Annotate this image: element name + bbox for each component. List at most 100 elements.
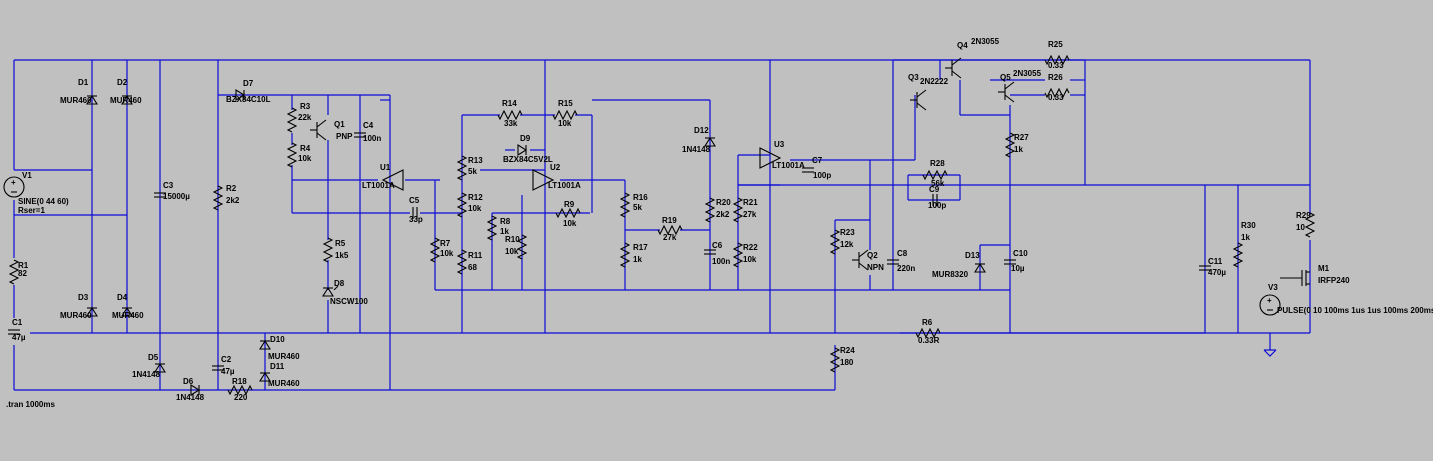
component-value: 10k bbox=[298, 154, 312, 163]
component-ref: C5 bbox=[409, 196, 420, 205]
component-ref: C10 bbox=[1013, 249, 1028, 258]
component-value: 100n bbox=[712, 257, 730, 266]
component-value: MUR460 bbox=[268, 352, 300, 361]
spice-directive: .tran 1000ms bbox=[6, 400, 55, 409]
component-value: 22k bbox=[298, 113, 312, 122]
component-ref: C6 bbox=[712, 241, 723, 250]
component-ref: R25 bbox=[1048, 40, 1063, 49]
component-value: 1N4148 bbox=[132, 370, 161, 379]
component-ref: C7 bbox=[812, 156, 823, 165]
component-value: 2N3055 bbox=[1013, 69, 1042, 78]
component-value: 10 bbox=[1296, 223, 1305, 232]
component-ref: R10 bbox=[505, 235, 520, 244]
component-value: NSCW100 bbox=[330, 297, 368, 306]
component-value: 1N4148 bbox=[682, 145, 711, 154]
component-ref: R9 bbox=[564, 200, 575, 209]
component-ref: R28 bbox=[930, 159, 945, 168]
component-ref: C8 bbox=[897, 249, 908, 258]
component-value: 33k bbox=[504, 119, 518, 128]
component-ref: R5 bbox=[335, 239, 346, 248]
component-value: PULSE(0 10 100ms 1us 1us 100ms 200ms) bbox=[1277, 306, 1433, 315]
component-ref: R24 bbox=[840, 346, 855, 355]
component-value: 100p bbox=[813, 171, 831, 180]
component-value: 1k bbox=[1241, 233, 1250, 242]
component-value: 27k bbox=[663, 233, 677, 242]
component-ref: R26 bbox=[1048, 73, 1063, 82]
component-value: 1N4148 bbox=[176, 393, 205, 402]
component-ref: Q3 bbox=[908, 73, 919, 82]
component-ref: M1 bbox=[1318, 264, 1330, 273]
component-value: LT1001A bbox=[548, 181, 581, 190]
component-ref: V3 bbox=[1268, 283, 1278, 292]
component-value: 56k bbox=[931, 179, 945, 188]
component-ref: R29 bbox=[1296, 211, 1311, 220]
component-value: 47µ bbox=[221, 367, 235, 376]
component-value: 2N3055 bbox=[971, 37, 1000, 46]
component-value: 470µ bbox=[1208, 268, 1226, 277]
wires bbox=[13, 59, 1311, 391]
component-ref: D6 bbox=[183, 377, 194, 386]
component-value: 82 bbox=[18, 269, 27, 278]
component-ref: R11 bbox=[468, 251, 483, 260]
svg-text:+: + bbox=[1267, 296, 1272, 305]
component-ref: C9 bbox=[929, 185, 940, 194]
component-value: 15000µ bbox=[163, 192, 190, 201]
component-ref: R14 bbox=[502, 99, 517, 108]
component-ref: R30 bbox=[1241, 221, 1256, 230]
component-value: MUR460 bbox=[268, 379, 300, 388]
component-value: MUR460 bbox=[60, 311, 92, 320]
component-value: 220n bbox=[897, 264, 915, 273]
component-value: 33p bbox=[409, 215, 423, 224]
component-ref: Q1 bbox=[334, 120, 345, 129]
component-ref: C4 bbox=[363, 121, 374, 130]
component-ref: Q5 bbox=[1000, 73, 1011, 82]
component-ref: Q4 bbox=[957, 41, 968, 50]
component-value: MUR460 bbox=[112, 311, 144, 320]
component-value: MUR460 bbox=[60, 96, 92, 105]
component-value: 180 bbox=[840, 358, 854, 367]
component-ref: U1 bbox=[380, 163, 391, 172]
component-extra: Rser=1 bbox=[18, 206, 45, 215]
component-ref: R23 bbox=[840, 228, 855, 237]
component-ref: D11 bbox=[270, 362, 285, 371]
component-value: 10µ bbox=[1011, 264, 1025, 273]
component-ref: D2 bbox=[117, 78, 128, 87]
component-value: 1k bbox=[633, 255, 642, 264]
component-value: 0.33 bbox=[1048, 61, 1064, 70]
component-value: IRFP240 bbox=[1318, 276, 1350, 285]
component-value: 12k bbox=[840, 240, 854, 249]
component-ref: D5 bbox=[148, 353, 159, 362]
component-value: LT1001A bbox=[362, 181, 395, 190]
component-value: 5k bbox=[633, 203, 642, 212]
component-value: 2k2 bbox=[226, 196, 240, 205]
component-value: 5k bbox=[468, 167, 477, 176]
component-value: PNP bbox=[336, 132, 353, 141]
component-value: MUR460 bbox=[110, 96, 142, 105]
component-value: 10k bbox=[440, 249, 454, 258]
component-ref: V1 bbox=[22, 171, 32, 180]
component-ref: D10 bbox=[270, 335, 285, 344]
component-ref: R20 bbox=[716, 198, 731, 207]
component-value: 100n bbox=[363, 134, 381, 143]
component-value: 0.33 bbox=[1048, 93, 1064, 102]
component-value: SINE(0 44 60) bbox=[18, 197, 69, 206]
component-value: 2N2222 bbox=[920, 77, 949, 86]
component-ref: R8 bbox=[500, 217, 511, 226]
component-ref: R21 bbox=[743, 198, 758, 207]
component-value: 1k bbox=[1014, 145, 1023, 154]
component-ref: D7 bbox=[243, 79, 254, 88]
component-ref: U2 bbox=[550, 163, 561, 172]
component-ref: D1 bbox=[78, 78, 89, 87]
component-value: MUR8320 bbox=[932, 270, 969, 279]
component-ref: D13 bbox=[965, 251, 980, 260]
component-value: BZX84C10L bbox=[226, 95, 271, 104]
svg-text:+: + bbox=[11, 178, 16, 187]
component-ref: C3 bbox=[163, 181, 174, 190]
component-value: 1k5 bbox=[335, 251, 349, 260]
component-value: BZX84C5V2L bbox=[503, 155, 553, 164]
component-value: 10k bbox=[558, 119, 572, 128]
component-value: 10k bbox=[743, 255, 757, 264]
component-ref: R22 bbox=[743, 243, 758, 252]
component-value: 2k2 bbox=[716, 210, 730, 219]
